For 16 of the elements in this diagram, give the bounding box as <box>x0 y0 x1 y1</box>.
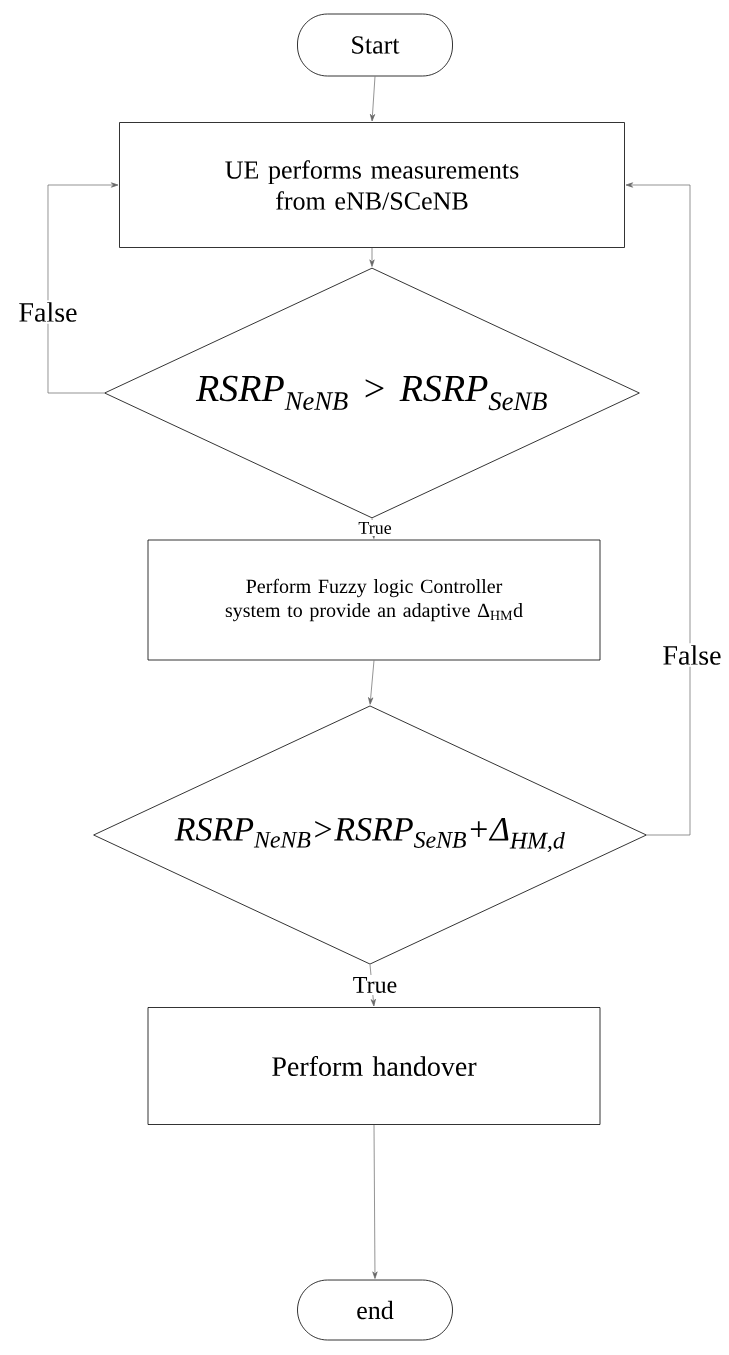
edge-label: True <box>350 975 400 995</box>
arrow <box>368 660 375 705</box>
process-box: UE performs measurements from eNB/SCeNB <box>119 122 625 248</box>
arrow <box>369 964 376 1007</box>
edge-label: True <box>356 520 394 536</box>
arrow <box>47 182 119 394</box>
edge-label: False <box>16 300 80 324</box>
process-box: Perform Fuzzy logic Controller system to provide an adaptive Δ$_{HM}$d <box>147 539 601 661</box>
arrow <box>625 182 691 836</box>
edge-label: False <box>660 643 724 667</box>
terminal: Start <box>297 13 453 77</box>
terminal: end <box>297 1279 453 1341</box>
process-box: Perform handover <box>147 1007 601 1125</box>
arrow <box>369 247 375 267</box>
arrow <box>369 76 376 122</box>
arrow <box>372 1124 378 1279</box>
